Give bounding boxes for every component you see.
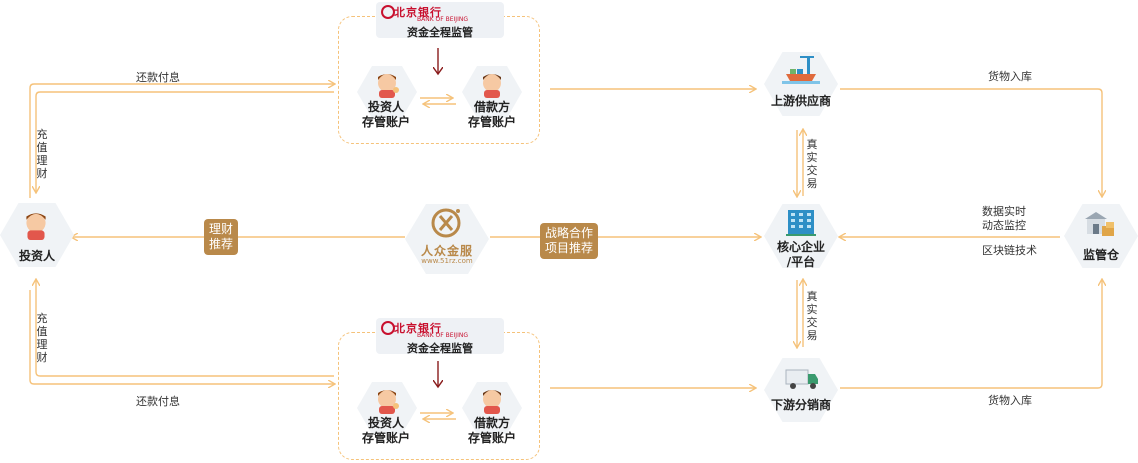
investor-label: 投资人 (18, 249, 55, 263)
data-monitor-label: 数据实时 动态监控 (982, 205, 1026, 232)
bank-logo-icon (381, 321, 395, 335)
recharge-line-bottom (29, 290, 334, 384)
bank-caption: 资金全程监管 (407, 342, 473, 355)
real-trade-label-bottom: 真实交易 (806, 290, 818, 342)
renzhong-url: www.51rz.com (421, 257, 473, 265)
investor-account-top-label: 投资人 存管账户 (361, 100, 410, 129)
downstream-label: 下游分销商 (770, 398, 831, 412)
goods-in-label-top: 货物入库 (988, 70, 1032, 83)
bank-badge-top: 北京银行 BANK OF BEIJING 资金全程监管 (376, 2, 504, 39)
warehouse-icon (1085, 212, 1114, 236)
strategic-cooperation-pill: 战略合作 项目推荐 (540, 223, 599, 259)
borrower-avatar-icon (483, 74, 501, 98)
repay-line-bottom (36, 280, 334, 377)
ship-port-icon (782, 56, 820, 84)
warehouse-node-hex (1064, 204, 1138, 268)
investor-avatar-icon (378, 74, 399, 98)
core-label: 核心企业 /平台 (776, 240, 825, 269)
recharge-label-top: 充值理财 (36, 128, 48, 180)
recharge-label-bottom: 充值理财 (36, 312, 48, 364)
bank-logo-text: 北京银行 (394, 6, 442, 19)
borrower-account-bottom-label: 借款方 存管账户 (467, 416, 516, 445)
bank-logo-subtext: BANK OF BEIJING (417, 332, 468, 339)
bank-caption: 资金全程监管 (407, 26, 473, 39)
goods-in-top-line (840, 88, 1102, 196)
building-icon (786, 210, 816, 236)
repay-line-top (36, 91, 334, 192)
renzhong-name: 人众金服 (420, 244, 473, 258)
investor-avatar-icon (378, 390, 399, 414)
goods-in-bottom-line (840, 280, 1102, 389)
renzhong-logo-icon (431, 208, 461, 238)
borrower-avatar-icon (483, 390, 501, 414)
bank-badge-bottom: 北京银行 BANK OF BEIJING 资金全程监管 (376, 318, 504, 355)
investor-account-bottom-label: 投资人 存管账户 (361, 416, 410, 445)
bank-logo-subtext: BANK OF BEIJING (417, 16, 468, 23)
bank-logo-text: 北京银行 (394, 322, 442, 335)
investor-avatar-icon (26, 213, 46, 240)
borrower-account-top-label: 借款方 存管账户 (467, 100, 516, 129)
goods-in-label-bottom: 货物入库 (988, 394, 1032, 407)
upstream-label: 上游供应商 (770, 94, 831, 108)
warehouse-label: 监管仓 (1082, 248, 1119, 262)
recharge-line-top (29, 84, 334, 198)
repay-label-top: 还款付息 (136, 71, 180, 84)
blockchain-label: 区块链技术 (982, 244, 1037, 257)
bank-logo-icon (381, 5, 395, 19)
truck-icon (785, 369, 818, 389)
real-trade-label-top: 真实交易 (806, 138, 818, 190)
repay-label-bottom: 还款付息 (136, 395, 180, 408)
wealth-recommend-pill: 理财 推荐 (204, 219, 239, 255)
